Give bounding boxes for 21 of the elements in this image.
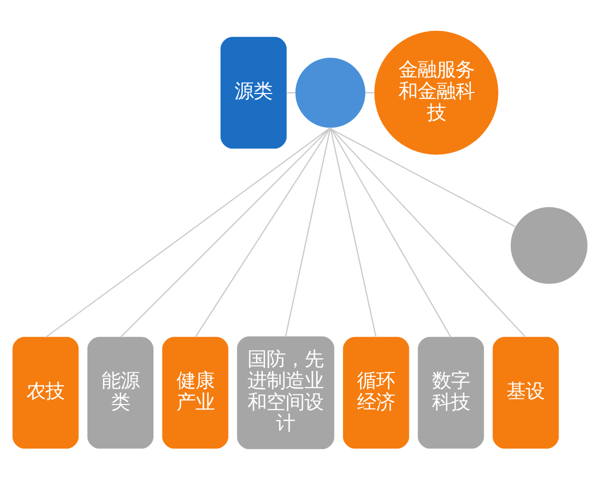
connector — [330, 127, 452, 338]
node-circle — [510, 207, 588, 284]
node-box: 基设 — [492, 336, 559, 449]
connector — [286, 92, 296, 94]
node-circle: 金融服务和金融科技 — [374, 30, 498, 155]
connector — [194, 127, 331, 338]
node-box: 健康产业 — [162, 336, 228, 449]
node-circle — [295, 58, 366, 128]
connector — [45, 127, 331, 338]
connector — [366, 92, 374, 94]
node-box: 国防，先进制造业和空间设计 — [237, 336, 334, 450]
node-box: 能源类 — [87, 336, 154, 449]
connector — [330, 128, 377, 338]
connector — [330, 128, 516, 228]
connector — [285, 128, 331, 336]
node-box: 循环经济 — [343, 336, 410, 449]
node-box: 数字科技 — [418, 336, 484, 449]
connector — [120, 127, 331, 338]
node-box: 农技 — [12, 336, 79, 449]
node-box: 源类 — [220, 36, 287, 149]
connector — [330, 127, 526, 338]
